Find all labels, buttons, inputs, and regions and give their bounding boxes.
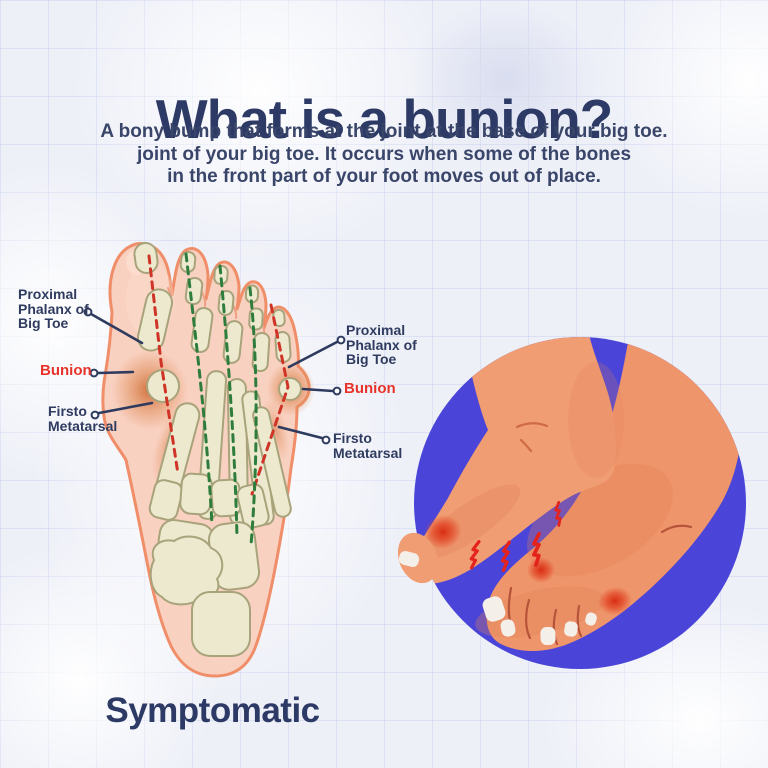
pain-bolt-icon	[469, 540, 481, 570]
label-line: Proximal	[18, 286, 78, 302]
label-bunion-right: Bunion	[344, 380, 396, 397]
ankle-creases	[515, 422, 549, 453]
subtitle-line-1: A bony bump that forms at the joint at t…	[100, 121, 668, 142]
label-line: Metatarsal	[333, 444, 403, 461]
label-line: Big Toe	[18, 315, 69, 331]
skeletal-foot	[101, 242, 315, 678]
bunion-pain-spots	[424, 514, 632, 616]
leader-dot-icon	[90, 410, 100, 420]
label-proximal-phalanx-right: Proximal Phalanx of Big Toe	[346, 323, 417, 367]
leader-dot-icon	[83, 307, 93, 317]
ankle-crease	[660, 524, 693, 534]
label-line: Big Toe	[346, 351, 397, 367]
pain-bolts	[469, 500, 562, 572]
bunion-spot	[424, 514, 462, 550]
misalignment-line-pinky	[250, 303, 290, 496]
leader-line	[277, 425, 324, 440]
leader-line	[97, 401, 154, 415]
bones	[133, 242, 302, 657]
leader-line	[89, 312, 144, 345]
label-proximal-phalanx-left: Proximal Phalanx of Big Toe	[18, 287, 89, 331]
toenails	[482, 596, 597, 646]
pain-bolt-icon	[500, 540, 511, 572]
pain-bolt-icon	[531, 531, 541, 567]
subtitle-line-2: joint of your big toe. It occurs when so…	[136, 143, 632, 165]
bunion-spot	[527, 557, 555, 583]
bunion-spot	[598, 586, 632, 616]
leader-line	[96, 370, 135, 375]
label-line: Metatarsal	[48, 417, 118, 434]
subtitle-line-3: in the front part of your foot moves out…	[167, 166, 601, 187]
page-subtitle: A bony bump that forms at the joint at t…	[0, 121, 768, 189]
leader-dot-icon	[332, 386, 342, 396]
page-title: What is a bunion?	[155, 87, 614, 150]
leader-line	[287, 340, 339, 369]
alignment-line	[184, 252, 214, 527]
leader-dot-icon	[321, 435, 331, 445]
pain-bolt-icon	[554, 500, 562, 527]
label-line: Firsto	[333, 430, 372, 446]
misalignment-line-big-toe	[147, 254, 180, 476]
label-line: Phalanx of	[346, 336, 417, 353]
leader-lines	[83, 307, 346, 445]
leader-line	[301, 387, 335, 393]
label-first-metatarsal-left: Firsto Metatarsal	[48, 404, 117, 433]
overflow-big-toe	[397, 532, 439, 584]
label-line: Firsto	[48, 403, 87, 419]
leader-dot-icon	[89, 368, 99, 378]
label-line: Proximal	[346, 322, 406, 338]
alignment-lines	[147, 252, 290, 547]
feet-photo-badge	[397, 337, 746, 669]
label-line: Phalanx of	[18, 300, 89, 317]
alignment-line	[248, 286, 258, 547]
label-first-metatarsal-right: Firsto Metatarsal	[333, 431, 402, 460]
alignment-line	[218, 264, 239, 540]
symptomatic-caption: Symptomatic	[105, 691, 320, 730]
label-bunion-left: Bunion	[40, 362, 92, 379]
leader-dot-icon	[336, 335, 346, 345]
toenail	[398, 550, 420, 568]
